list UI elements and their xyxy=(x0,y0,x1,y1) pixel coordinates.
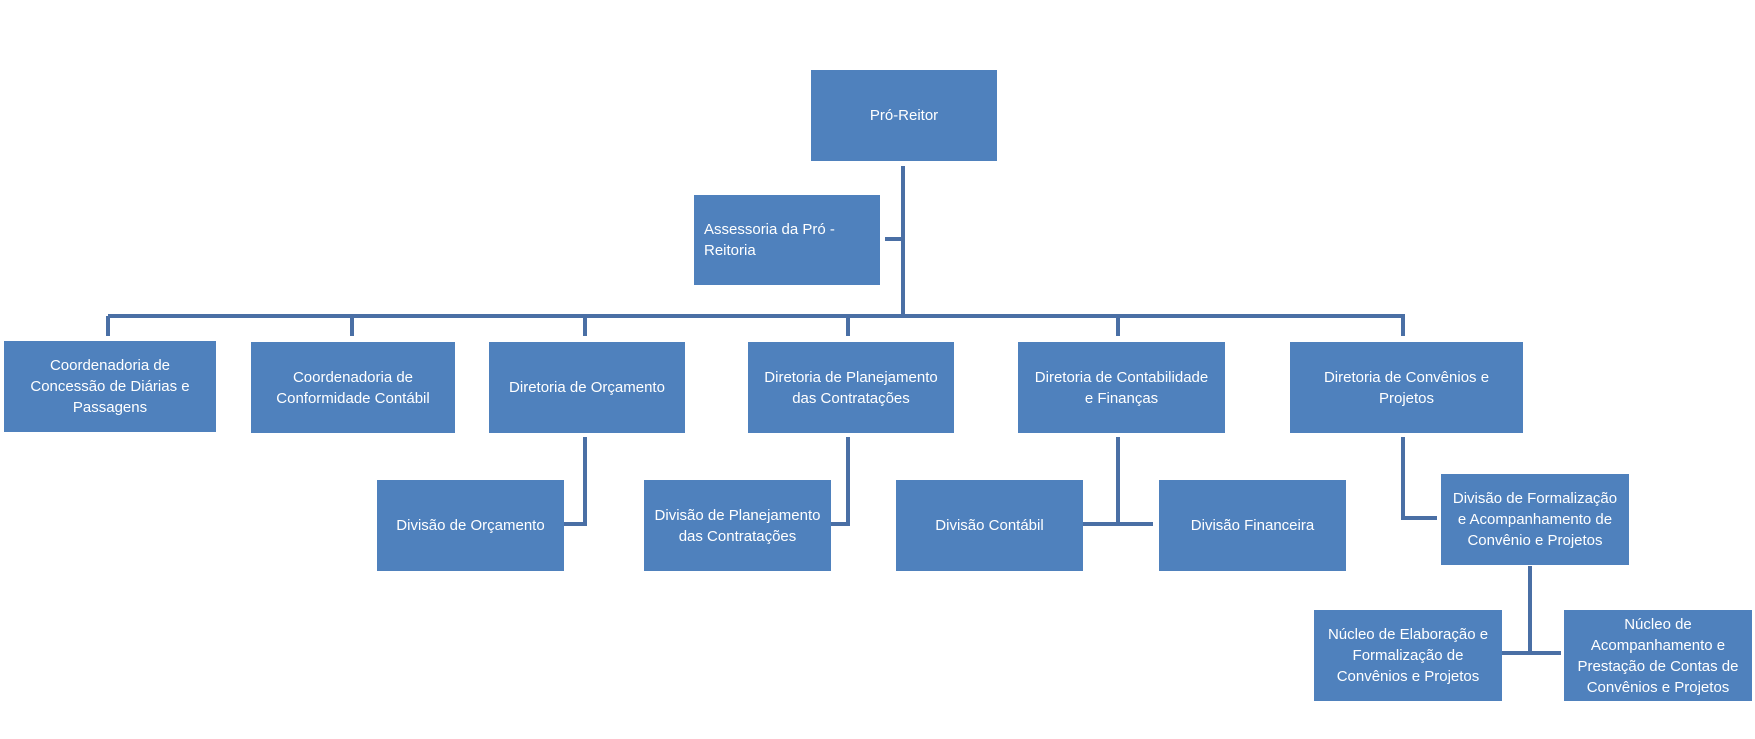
diretoria-planejamento-box: Diretoria de Planejamento das Contrataçõ… xyxy=(748,342,954,433)
coordenadoria-conformidade-box: Coordenadoria de Conformidade Contábil xyxy=(251,342,455,433)
divisao-contabil-box: Divisão Contábil xyxy=(896,480,1083,571)
divisao-financeira-box: Divisão Financeira xyxy=(1159,480,1346,571)
divisao-formalizacao-box: Divisão de Formalização e Acompanhamento… xyxy=(1441,474,1629,565)
pro-reitor-box: Pró-Reitor xyxy=(811,70,997,161)
nucleo-acompanhamento-box: Núcleo de Acompanhamento e Prestação de … xyxy=(1564,610,1752,701)
divisao-planejamento-box: Divisão de Planejamento das Contratações xyxy=(644,480,831,571)
diretoria-convenios-box: Diretoria de Convênios e Projetos xyxy=(1290,342,1523,433)
coordenadoria-diarias-box: Coordenadoria de Concessão de Diárias e … xyxy=(4,341,216,432)
diretoria-contabilidade-box: Diretoria de Contabilidade e Finanças xyxy=(1018,342,1225,433)
divisao-orcamento-box: Divisão de Orçamento xyxy=(377,480,564,571)
diretoria-orcamento-box: Diretoria de Orçamento xyxy=(489,342,685,433)
assessoria-box: Assessoria da Pró - Reitoria xyxy=(694,195,880,285)
nucleo-elaboracao-box: Núcleo de Elaboração e Formalização de C… xyxy=(1314,610,1502,701)
